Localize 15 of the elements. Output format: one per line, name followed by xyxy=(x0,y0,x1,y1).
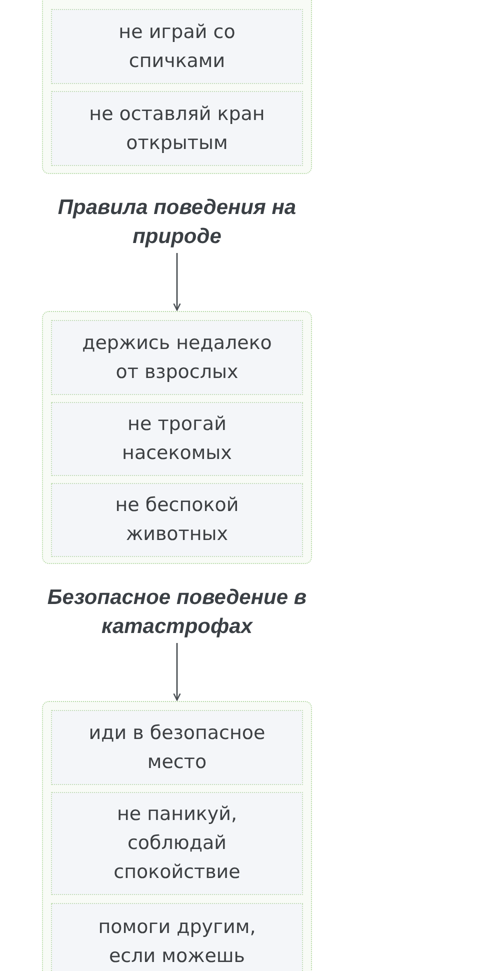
rule-card: не беспокой животных xyxy=(51,483,303,557)
rule-card: не оставляй кран открытым xyxy=(51,91,303,166)
section-heading: Безопасное поведение в катастрофах xyxy=(36,583,318,641)
rule-card: держись недалеко от взрослых xyxy=(51,320,303,395)
arrow xyxy=(173,253,181,311)
arrow xyxy=(173,643,181,701)
card-group-panel xyxy=(42,0,312,174)
card-group-panel xyxy=(42,701,312,971)
rule-card: помоги другим, если можешь xyxy=(51,903,303,971)
rule-card: не играй со спичками xyxy=(51,9,303,84)
card-group-panel xyxy=(42,311,312,564)
rule-card: не трогай насекомых xyxy=(51,402,303,476)
section-heading: Правила поведения на природе xyxy=(36,193,318,251)
rule-card: иди в безопасное место xyxy=(51,710,303,785)
rule-card: не паникуй, соблюдай спокойствие xyxy=(51,792,303,895)
